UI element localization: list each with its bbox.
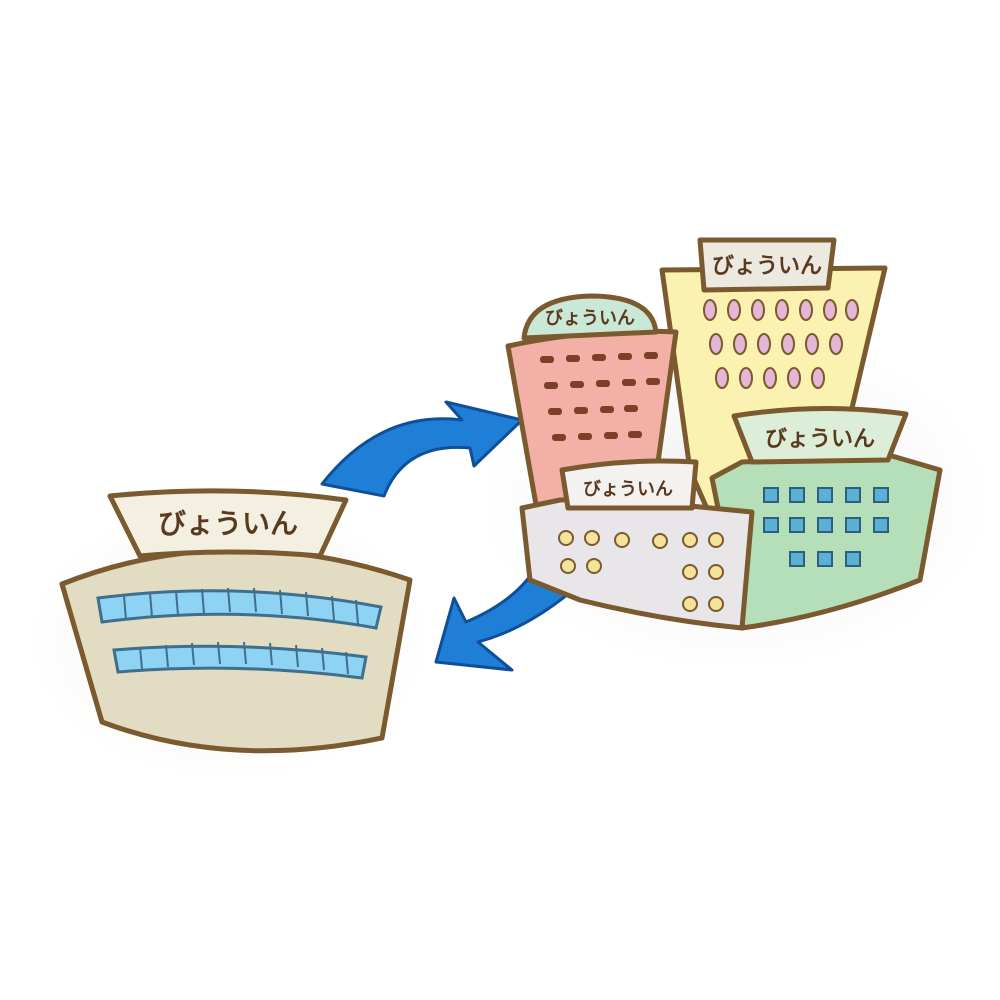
small-hospital-sign-board	[107, 488, 349, 559]
white-hospital: びょういん	[519, 458, 755, 631]
green-hospital: びょういん	[709, 405, 943, 631]
small-hospital: びょういん	[59, 488, 413, 754]
white-hospital-sign-text: びょういん	[583, 479, 673, 500]
small-hospital-sign-text: びょういん	[158, 507, 298, 540]
white-hospital-windows	[558, 530, 724, 612]
white-hospital-sign-board	[559, 458, 699, 511]
pink-hospital-windows	[540, 352, 660, 441]
arrow-up-right	[320, 400, 524, 498]
green-hospital-sign-board	[731, 405, 909, 465]
yellow-hospital-sign-board	[697, 237, 837, 293]
pink-hospital-sign-text: びょういん	[545, 308, 635, 329]
pink-hospital-sign-board	[521, 293, 659, 341]
green-hospital-windows	[763, 487, 889, 567]
green-hospital-sign-text: びょういん	[765, 427, 875, 452]
yellow-hospital-windows	[703, 299, 859, 389]
arrow-down-left	[434, 562, 582, 672]
yellow-hospital-sign-text: びょういん	[712, 254, 822, 279]
small-hospital-windows	[96, 587, 383, 680]
